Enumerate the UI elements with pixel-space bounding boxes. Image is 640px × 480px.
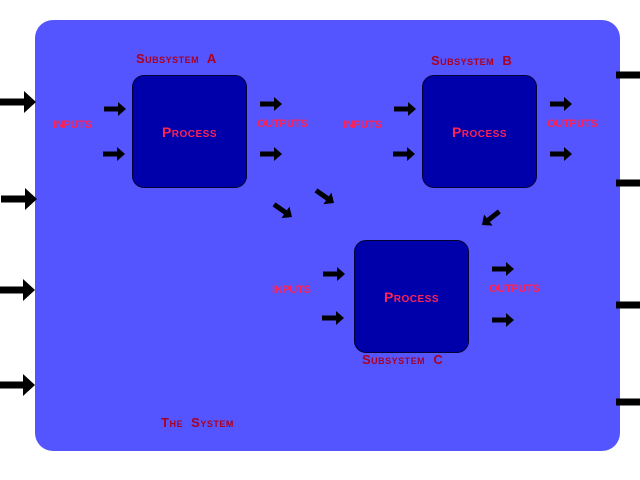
flow-arrow-a-to-c — [269, 198, 297, 223]
subsystem-c-output-arrow — [492, 262, 514, 276]
subsystem-a-title: Subsystem A — [136, 51, 217, 66]
external-output-arrow — [616, 64, 640, 86]
subsystem-c-process[interactable]: Process — [354, 240, 469, 353]
external-input-arrow — [0, 374, 35, 396]
subsystem-c-output-arrow — [492, 313, 514, 327]
subsystem-c-input-arrow — [322, 311, 344, 325]
subsystem-b-output-arrow — [550, 147, 572, 161]
subsystem-a-outputs-label: OUTPUTS — [257, 118, 308, 130]
subsystem-b-input-arrow — [394, 102, 416, 116]
subsystem-a-inputs-label: INPUTS — [53, 119, 92, 131]
subsystem-c-input-arrow — [323, 267, 345, 281]
subsystem-b-process-label: Process — [451, 123, 508, 140]
external-output-arrow — [616, 391, 640, 413]
subsystem-b-inputs-label: INPUTS — [343, 119, 382, 131]
subsystem-c-inputs-label: INPUTS — [272, 284, 311, 296]
external-output-arrow — [616, 294, 640, 316]
subsystem-a-input-arrow — [103, 147, 125, 161]
flow-arrow-b-to-c — [477, 205, 504, 231]
subsystem-b-process[interactable]: Process — [422, 75, 537, 188]
system-label: The System — [161, 415, 234, 430]
external-output-arrow — [616, 172, 640, 194]
subsystem-b-title: Subsystem B — [431, 53, 513, 68]
subsystem-b-output-arrow — [550, 97, 572, 111]
subsystem-c-outputs-label: OUTPUTS — [489, 283, 540, 295]
external-input-arrow — [0, 91, 36, 113]
subsystem-c-process-label: Process — [383, 288, 440, 305]
subsystem-a-process-label: Process — [161, 123, 218, 140]
subsystem-a-input-arrow — [104, 102, 126, 116]
subsystem-a-process[interactable]: Process — [132, 75, 247, 188]
subsystem-c-title: Subsystem C — [362, 352, 444, 367]
subsystem-a-output-arrow — [260, 147, 282, 161]
external-input-arrow — [1, 188, 37, 210]
subsystem-b-outputs-label: OUTPUTS — [547, 118, 598, 130]
subsystem-a-output-arrow — [260, 97, 282, 111]
flow-arrow-a-to-c — [311, 184, 339, 209]
subsystem-b-input-arrow — [393, 147, 415, 161]
external-input-arrow — [0, 279, 35, 301]
